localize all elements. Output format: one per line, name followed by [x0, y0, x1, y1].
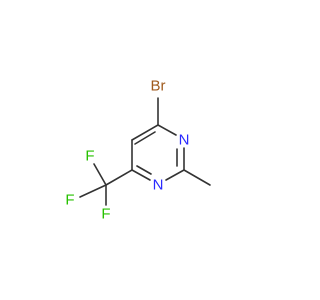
bond-c4-c5-double — [134, 131, 156, 145]
bond-n1-c2 — [165, 169, 185, 181]
atom-f2-label: F — [65, 192, 74, 209]
atom-br-label: Br — [151, 78, 166, 95]
bond-c6-cf3 — [105, 169, 133, 186]
bonds — [79, 97, 211, 206]
atom-labels: Br N N F F F — [65, 78, 189, 223]
bond-cf3-f2 — [79, 184, 107, 198]
atom-n3-label: N — [179, 132, 190, 149]
bond-c6-n1 — [131, 169, 151, 181]
bond-c6-n1-double — [136, 165, 152, 175]
atom-f1-label: F — [85, 148, 94, 165]
bond-cf3-f1 — [93, 163, 107, 186]
bond-c2-methyl — [183, 169, 211, 186]
bond-n3-c4 — [157, 124, 177, 136]
atom-n1-label: N — [153, 177, 164, 194]
bond-c4-c5 — [131, 124, 159, 141]
molecule-structure: Br N N F F F — [65, 78, 211, 223]
atom-f3-label: F — [101, 206, 110, 223]
